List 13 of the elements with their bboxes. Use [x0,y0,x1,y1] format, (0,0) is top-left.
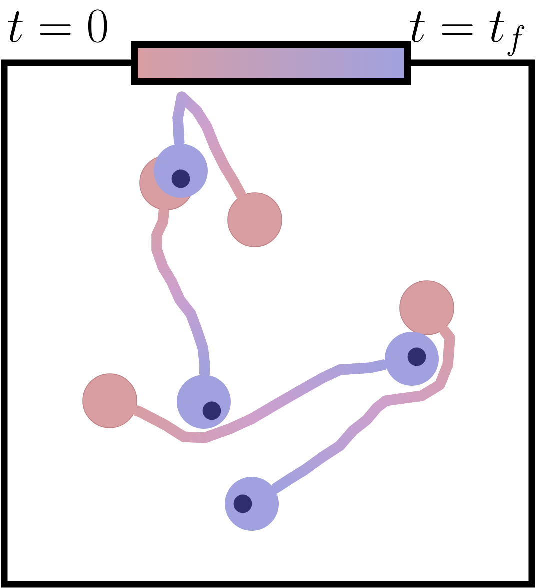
time-label: $t = 0$ [8,10,108,43]
start-disc [228,192,282,248]
trajectory-line [132,360,388,444]
end-disc [177,375,231,429]
time-label: $t = t_f$ [410,12,525,56]
trajectory-line [272,326,456,494]
end-disc [385,332,439,386]
start-disc [400,280,454,336]
trajectory-line [172,92,246,200]
trajectory-line [152,207,210,378]
end-disc [154,144,208,198]
start-disc [82,374,138,428]
end-disc [225,477,279,531]
